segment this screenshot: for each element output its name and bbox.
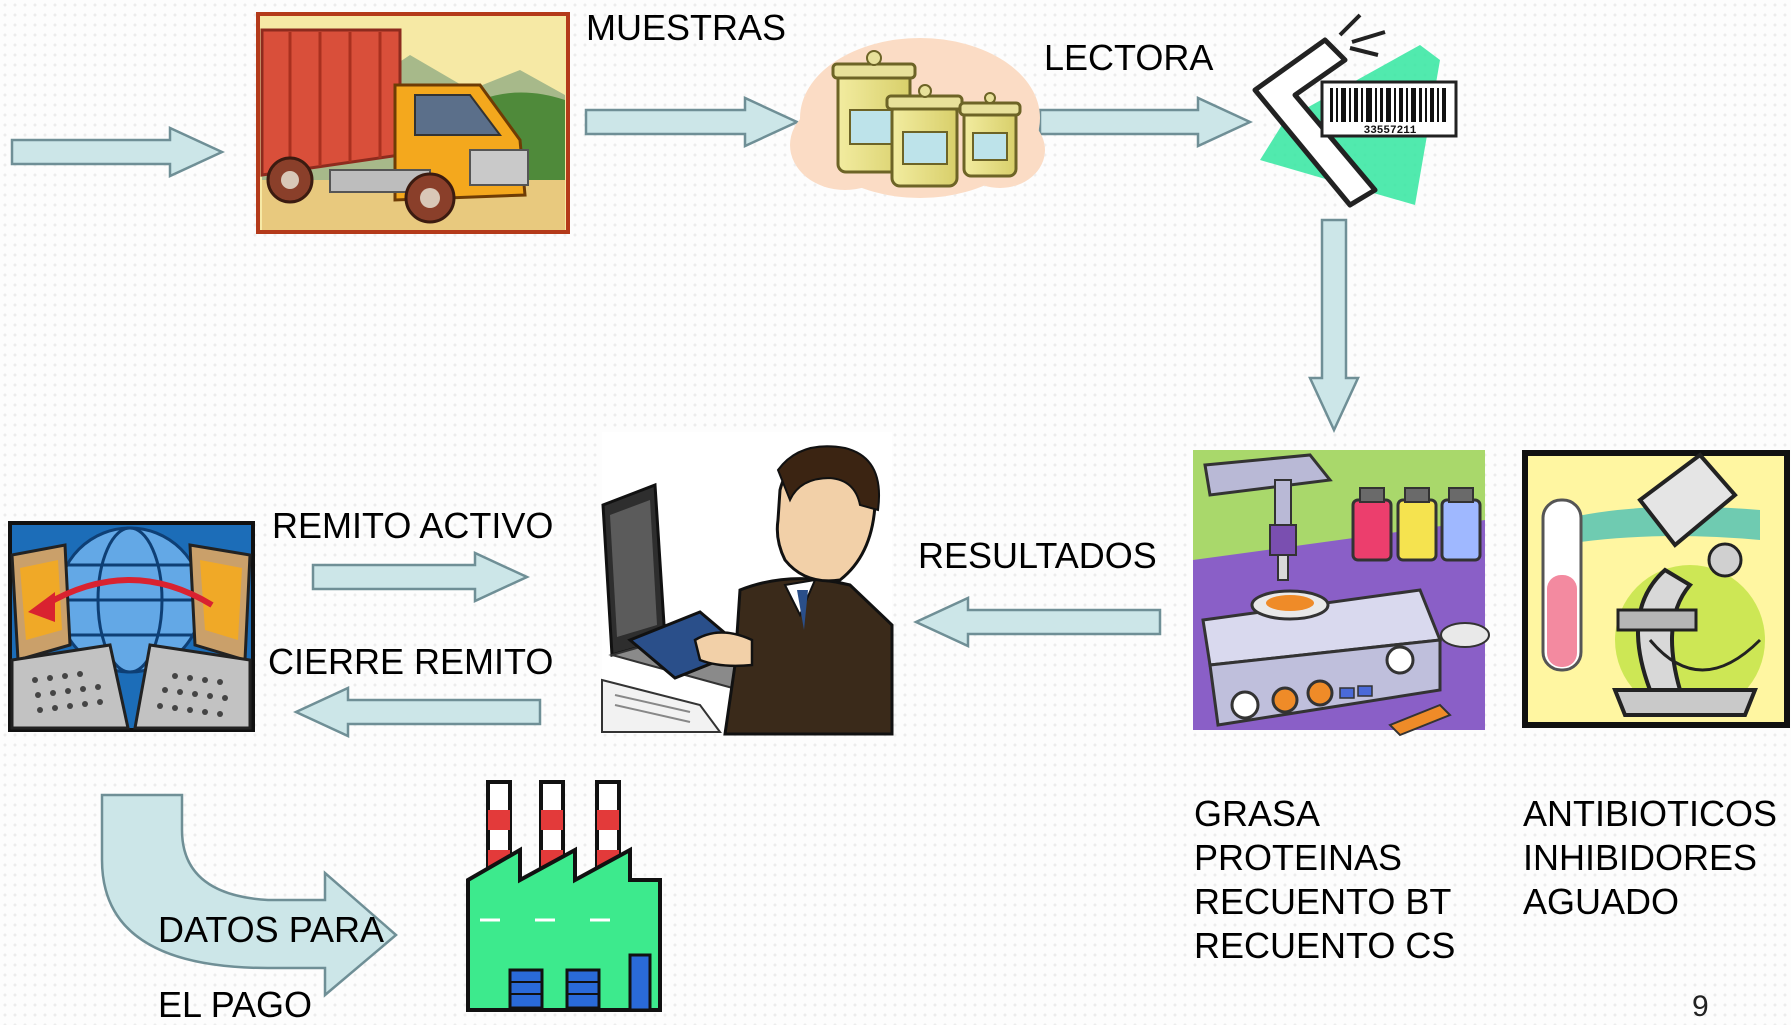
micro-test-item: AGUADO bbox=[1523, 881, 1680, 922]
factory-icon bbox=[466, 780, 662, 1012]
barcode-number: 33557211 bbox=[1364, 125, 1417, 137]
arrow-reader-to-lab bbox=[1308, 218, 1360, 433]
label-datos-para: DATOS PARA bbox=[158, 909, 385, 950]
label-lectora: LECTORA bbox=[1044, 37, 1214, 78]
page-number: 9 bbox=[1692, 990, 1709, 1023]
lab-test-item: RECUENTO BT bbox=[1194, 881, 1452, 922]
micro-tests-list: ANTIBIOTICOS INHIBIDORES AGUADO bbox=[1523, 792, 1777, 924]
arrow-start bbox=[10, 126, 225, 178]
arrow-curved-to-payment bbox=[100, 793, 398, 998]
truck-icon bbox=[256, 12, 570, 234]
lab-test-item: GRASA bbox=[1194, 793, 1321, 834]
network-computers-icon bbox=[8, 521, 255, 732]
barcode-reader-icon: 33557211 bbox=[1252, 13, 1458, 208]
lab-test-item: PROTEINAS bbox=[1194, 837, 1403, 878]
arrow-remito-activo bbox=[311, 551, 530, 603]
label-resultados: RESULTADOS bbox=[918, 535, 1157, 576]
label-cierre-remito: CIERRE REMITO bbox=[268, 641, 554, 682]
arrow-cierre-remito bbox=[293, 686, 542, 738]
label-muestras: MUESTRAS bbox=[586, 7, 787, 48]
arrow-truck-to-samples bbox=[584, 96, 800, 148]
computer-operator-icon bbox=[601, 432, 894, 736]
microscope-icon bbox=[1522, 450, 1790, 728]
micro-test-item: ANTIBIOTICOS bbox=[1523, 793, 1778, 834]
arrow-results bbox=[913, 596, 1162, 648]
sample-jars-icon bbox=[790, 38, 1045, 198]
arrow-samples-to-reader bbox=[1038, 96, 1253, 148]
label-remito-activo: REMITO ACTIVO bbox=[272, 505, 554, 546]
lab-tests-list: GRASA PROTEINAS RECUENTO BT RECUENTO CS bbox=[1194, 792, 1455, 968]
lab-test-item: RECUENTO CS bbox=[1194, 925, 1456, 966]
barcode-stripes bbox=[1330, 88, 1446, 122]
label-el-pago: EL PAGO bbox=[158, 984, 313, 1025]
micro-test-item: INHIBIDORES bbox=[1523, 837, 1758, 878]
lab-analyzer-icon bbox=[1193, 450, 1490, 737]
